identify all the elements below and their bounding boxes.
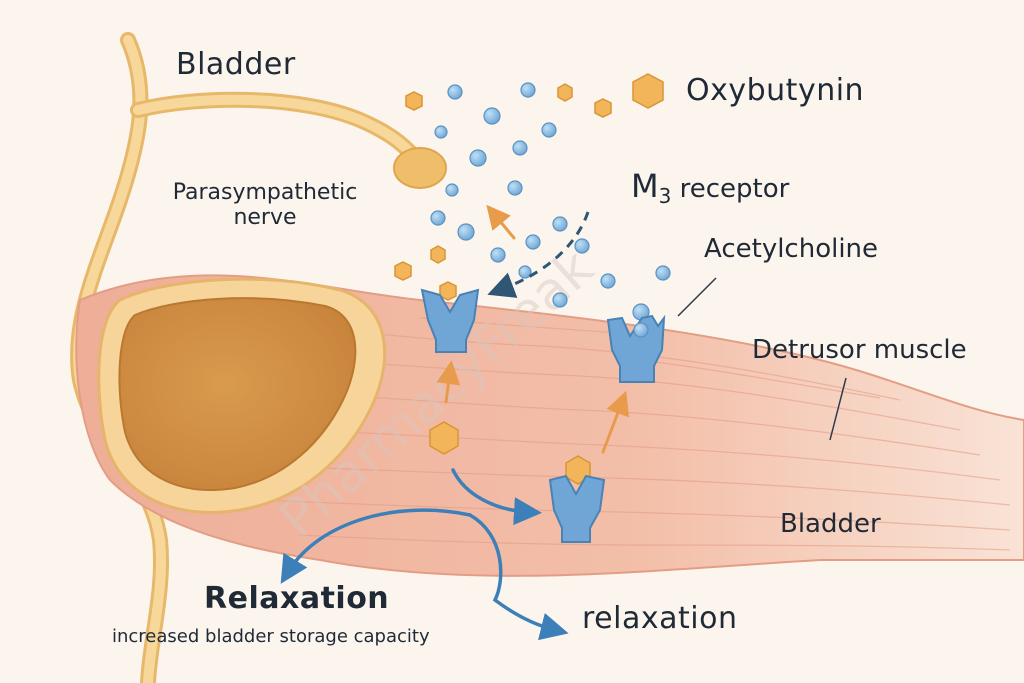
bound-acetylcholine bbox=[633, 322, 649, 338]
m3-subscript: 3 bbox=[658, 184, 672, 209]
nerve-label-line2: nerve bbox=[233, 205, 297, 231]
leader-lines bbox=[677, 277, 847, 441]
nerve-label-line1: Parasympathetic bbox=[172, 180, 358, 205]
relaxation-title: Relaxation bbox=[204, 581, 390, 616]
m3-suffix: receptor bbox=[671, 174, 790, 204]
receptor-left bbox=[420, 288, 480, 353]
receptor-right bbox=[606, 314, 666, 383]
bladder-wall bbox=[97, 277, 387, 514]
orange-arrows bbox=[436, 204, 629, 454]
bladder-bottom-label: Bladder bbox=[780, 509, 881, 539]
detrusor-muscle-label: Detrusor muscle bbox=[752, 335, 967, 365]
nerve-terminal bbox=[393, 147, 447, 189]
bladder-top-label: Bladder bbox=[176, 47, 296, 82]
relaxation-right-label: relaxation bbox=[582, 601, 738, 636]
oxybutynin-free bbox=[429, 421, 459, 455]
receptor-bottom bbox=[548, 474, 606, 543]
bladder-lumen bbox=[118, 297, 357, 491]
m3-receptors bbox=[420, 288, 666, 543]
oxybutynin-legend-hexagon bbox=[632, 73, 664, 109]
relaxation-caption: increased bladder storage capacity bbox=[112, 626, 430, 647]
m3-receptor-label: M3 receptor bbox=[631, 168, 789, 208]
oxybutynin-label: Oxybutynin bbox=[686, 73, 865, 108]
acetylcholine-label: Acetylcholine bbox=[704, 234, 879, 264]
parasympathetic-nerve-label: Parasympathetic nerve bbox=[160, 180, 370, 231]
oxybutynin-molecules bbox=[394, 73, 664, 485]
blue-arrows bbox=[280, 468, 569, 641]
m3-prefix: M bbox=[631, 167, 659, 205]
oxybutynin-bound bbox=[565, 455, 591, 485]
